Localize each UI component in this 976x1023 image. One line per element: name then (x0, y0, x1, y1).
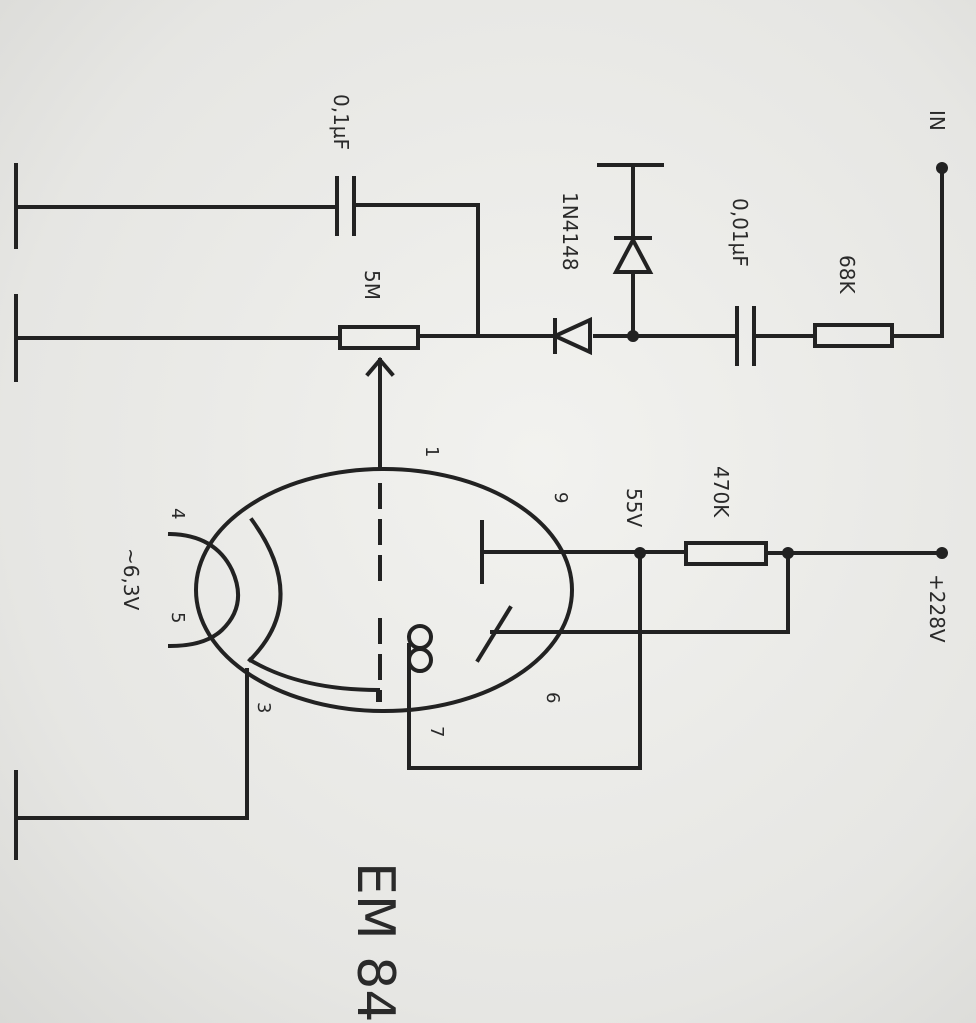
label-pin6: 6 (542, 692, 563, 703)
label-pin9: 9 (550, 492, 571, 503)
resistor-68k (813, 323, 894, 348)
tube-deflector (475, 551, 790, 663)
label-c001: 0,01µF (728, 198, 752, 267)
tube-envelope (194, 467, 574, 713)
label-pin1: 1 (421, 446, 442, 457)
input-terminal (936, 162, 948, 174)
label-55v: 55V (622, 488, 646, 527)
label-heater: ~6,3V (119, 548, 143, 611)
label-pin5: 5 (167, 612, 188, 623)
label-diode: 1N4148 (558, 192, 582, 271)
capacitor-0-01uf (735, 306, 756, 366)
label-tube: EM 84 (345, 862, 405, 1022)
diode-shunt (597, 163, 664, 338)
label-68k: 68K (835, 255, 859, 294)
label-pin7: 7 (426, 726, 447, 737)
tube-anode (480, 520, 688, 584)
label-pot: 5M (360, 270, 384, 300)
label-pin4: 4 (167, 508, 188, 519)
input-wire (890, 162, 948, 338)
label-c01: 0,1µF (329, 94, 353, 150)
diode-1n4148 (550, 316, 592, 356)
potentiometer-5m (338, 325, 420, 350)
label-228v: +228V (925, 574, 949, 643)
label-470k: 470K (709, 466, 733, 518)
pot-wiper (365, 356, 395, 470)
capacitor-0-1uf (335, 176, 356, 236)
tube-heater (167, 531, 240, 649)
wire-branch-cap (353, 203, 480, 338)
label-pin3: 3 (253, 702, 274, 713)
resistor-470k (684, 541, 768, 566)
supply-terminal (936, 547, 948, 559)
tube-cathode (16, 517, 380, 820)
label-in: IN (925, 110, 949, 131)
tube-target (407, 551, 642, 770)
